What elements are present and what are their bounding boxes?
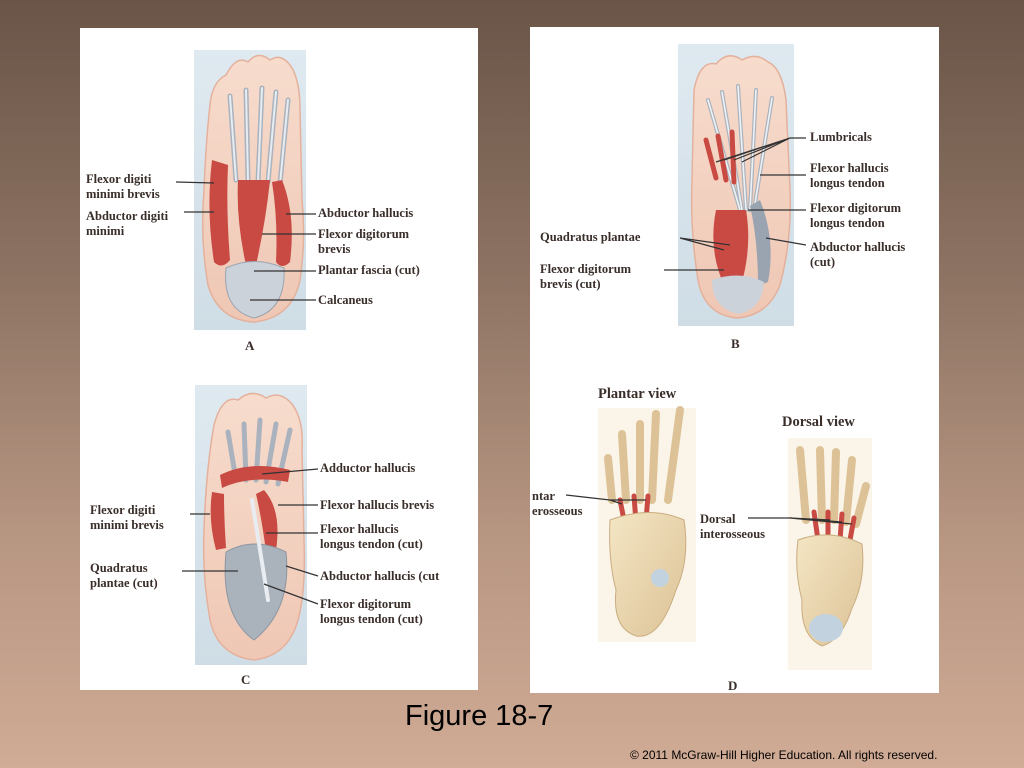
dorsal-view-skeleton bbox=[788, 438, 872, 670]
label-c-adductor-hallucis: Adductor hallucis bbox=[320, 461, 416, 475]
label-a-plantar-fascia: Plantar fascia (cut) bbox=[318, 263, 420, 277]
label-a-calcaneus: Calcaneus bbox=[318, 293, 373, 307]
label-b-quadratus-plantae: Quadratus plantae bbox=[540, 230, 641, 244]
label-b-abductor-hallucis: Abductor hallucis (cut) bbox=[810, 240, 906, 269]
label-c-abductor-hallucis-clip: Abductor hallucis (cut bbox=[320, 569, 478, 587]
label-b-flexor-digitorum-longus-tendon: Flexor digitorum longus tendon bbox=[810, 201, 902, 230]
label-b-flexor-hallucis-longus-tendon: Flexor hallucis longus tendon bbox=[810, 161, 889, 190]
label-a-flexor-digitorum-brevis: Flexor digitorum brevis bbox=[318, 227, 410, 256]
label-c-flexor-hallucis-brevis: Flexor hallucis brevis bbox=[320, 498, 435, 512]
foot-illustration-a bbox=[194, 50, 306, 330]
label-c-quadratus-plantae: Quadratus plantae (cut) bbox=[90, 561, 158, 590]
label-c-flexor-digitorum-longus-tendon: Flexor digitorum longus tendon (cut) bbox=[320, 597, 423, 626]
dorsal-view-title: Dorsal view bbox=[782, 414, 855, 430]
plantar-view-title: Plantar view bbox=[598, 386, 677, 402]
label-a-abductor-hallucis: Abductor hallucis bbox=[318, 206, 414, 220]
label-c-abductor-hallucis: Abductor hallucis (cut bbox=[320, 569, 440, 583]
label-b-flexor-digitorum-brevis: Flexor digitorum brevis (cut) bbox=[540, 262, 632, 291]
panel-letter-a: A bbox=[245, 338, 255, 353]
label-c-flexor-hallucis-longus-tendon: Flexor hallucis longus tendon (cut) bbox=[320, 522, 423, 551]
label-d-plantar-interosseous: ntar erosseous bbox=[532, 489, 583, 518]
label-c-flexor-digiti-minimi-brevis: Flexor digiti minimi brevis bbox=[90, 503, 164, 532]
panel-letter-d: D bbox=[728, 678, 738, 693]
leader-lines bbox=[175, 137, 853, 605]
label-a-flexor-digiti-minimi-brevis: Flexor digiti minimi brevis bbox=[86, 172, 160, 201]
panel-letter-b: B bbox=[731, 336, 740, 351]
copyright-notice: © 2011 McGraw-Hill Higher Education. All… bbox=[630, 748, 938, 762]
foot-illustration-b bbox=[678, 44, 794, 326]
foot-illustration-c bbox=[195, 385, 307, 665]
label-a-abductor-digiti-minimi: Abductor digiti minimi bbox=[86, 209, 169, 238]
label-d-dorsal-interosseous: Dorsal interosseous bbox=[700, 512, 766, 541]
plantar-view-skeleton bbox=[598, 406, 696, 642]
label-b-lumbricals: Lumbricals bbox=[810, 130, 872, 144]
figure-caption: Figure 18-7 bbox=[405, 700, 554, 732]
panel-letter-c: C bbox=[241, 672, 251, 687]
